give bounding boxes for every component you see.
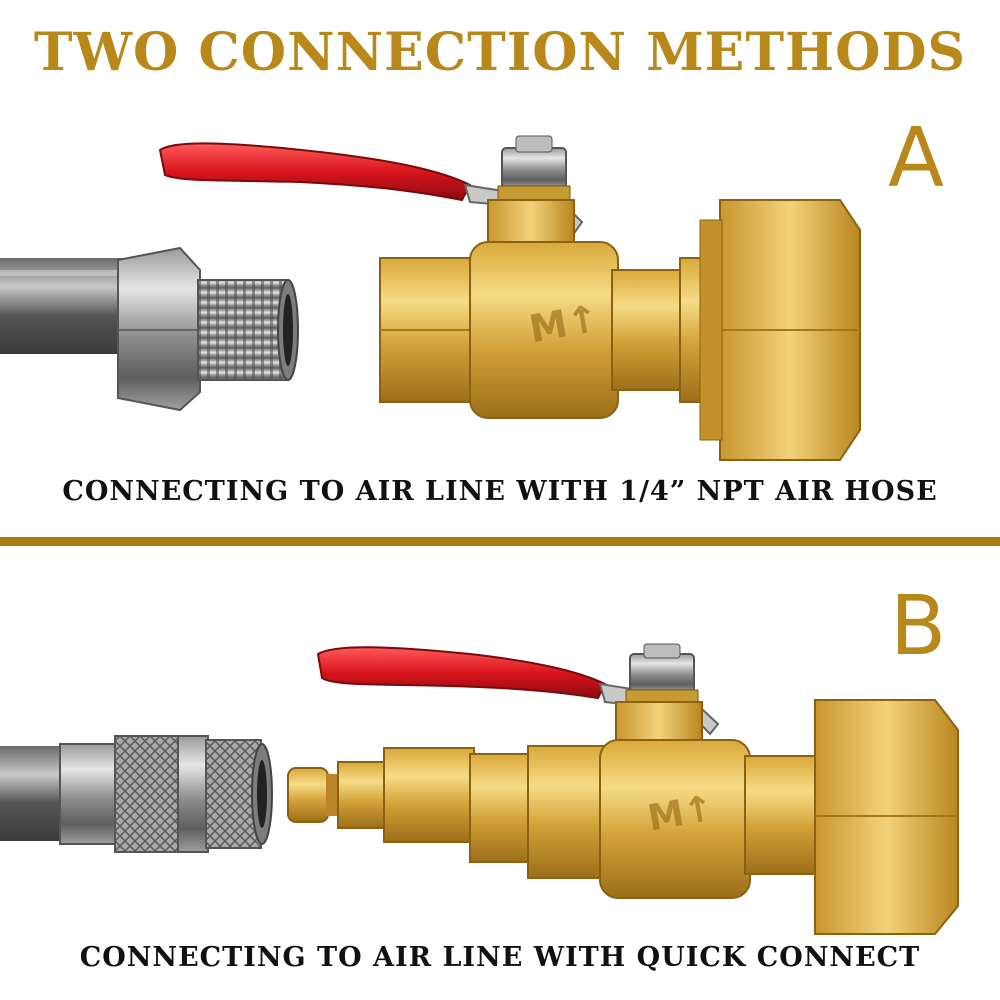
panel-b-letter: B: [890, 579, 947, 674]
ball-valve-b: [316, 643, 959, 935]
panel-a-letter: A: [888, 111, 945, 206]
air-hose-a: [0, 258, 135, 354]
npt-male-thread-a: [197, 279, 299, 381]
page-title: TWO CONNECTION METHODS: [33, 22, 967, 83]
panel-b-caption: CONNECTING TO AIR LINE WITH QUICK CONNEC…: [79, 942, 921, 973]
brass-quick-plug: [287, 747, 531, 863]
air-hose-b: [0, 746, 70, 841]
panel-a-illustration: M↑: [0, 135, 861, 461]
ball-valve-a: [158, 135, 861, 461]
quick-connect-coupler: [59, 735, 273, 853]
panel-a-caption: CONNECTING TO AIR LINE WITH 1/4” NPT AIR…: [62, 476, 938, 507]
steel-hex-nut-a: [117, 246, 201, 412]
panel-b-illustration: M↑: [0, 643, 959, 935]
section-divider: [0, 537, 1000, 546]
